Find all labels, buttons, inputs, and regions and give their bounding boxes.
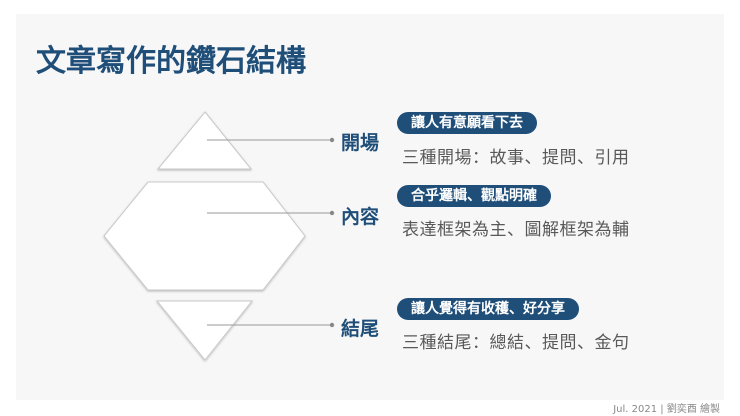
section-desc-ending: 三種結尾：總結、提問、金句 [402, 333, 630, 353]
section-label-ending: 結尾 [341, 318, 380, 340]
section-label-opening: 開場 [341, 132, 380, 154]
section-pill-ending: 讓人覺得有收穫、好分享 [397, 298, 579, 320]
section-pill-content: 合乎邏輯、觀點明確 [397, 185, 551, 207]
section-desc-opening: 三種開場：故事、提問、引用 [402, 148, 630, 168]
section-desc-content: 表達框架為主、圖解框架為輔 [402, 220, 630, 240]
ending-connector-dot [329, 322, 335, 328]
page-title: 文章寫作的鑽石結構 [36, 44, 306, 79]
footer-credit: Jul. 2021 | 劉奕酉 繪製 [613, 404, 720, 415]
content-hexagon-shape [103, 181, 306, 291]
opening-connector-dot [329, 137, 335, 143]
section-pill-opening: 讓人有意願看下去 [397, 112, 537, 134]
section-label-content: 內容 [341, 206, 380, 228]
content-connector-dot [329, 210, 335, 216]
ending-triangle-shape [155, 300, 254, 361]
